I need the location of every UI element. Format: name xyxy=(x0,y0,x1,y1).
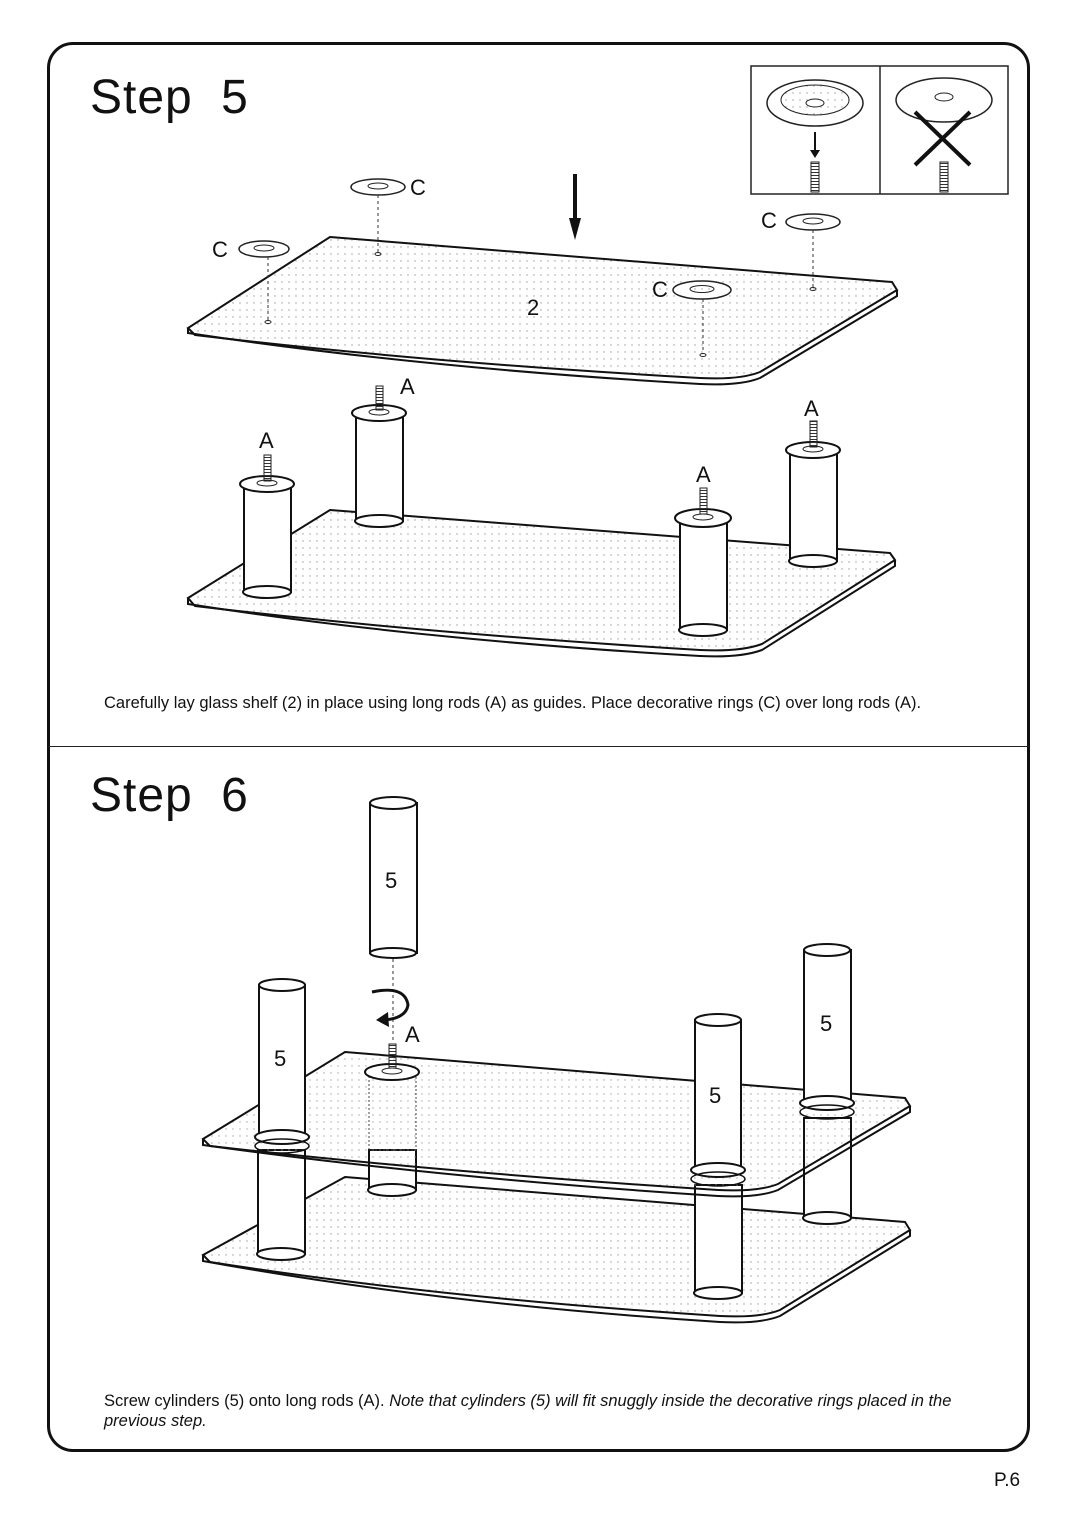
cylinder-label: 5 xyxy=(820,1011,832,1036)
rotate-arrow-icon xyxy=(371,988,410,1027)
glass-shelf-2 xyxy=(186,235,899,386)
step-divider xyxy=(48,746,1029,747)
bottom-glass-shelf xyxy=(186,508,897,658)
part-c-label: C xyxy=(652,277,668,302)
step6-instruction: Screw cylinders (5) onto long rods (A). xyxy=(104,1392,385,1410)
cylinder-label: 5 xyxy=(385,868,397,893)
step6-title: Step 6 xyxy=(90,769,249,822)
decorative-ring xyxy=(785,213,841,291)
long-rod xyxy=(364,1043,420,1151)
part-a-label: A xyxy=(405,1022,420,1047)
cylinder-5 xyxy=(799,943,855,1120)
cylinder-label: 5 xyxy=(709,1083,721,1108)
part-a-label: A xyxy=(696,462,711,487)
cylinder-5 xyxy=(254,978,310,1154)
part-a-label: A xyxy=(804,396,819,421)
ring-orientation-inset xyxy=(750,65,1009,195)
step6-note: Note that cylinders (5) will fit snuggly… xyxy=(104,1392,952,1430)
part-c-label: C xyxy=(410,175,426,200)
step6-description: Screw cylinders (5) onto long rods (A). … xyxy=(104,1391,984,1431)
cylinder-lower xyxy=(256,1149,306,1261)
part-a-label: A xyxy=(259,428,274,453)
down-arrow-icon xyxy=(569,174,581,240)
cylinder-lower xyxy=(693,1184,743,1300)
long-rod xyxy=(351,385,407,528)
cylinder-5 xyxy=(369,796,418,1042)
shelf-label: 2 xyxy=(527,295,539,320)
long-rod xyxy=(239,454,295,599)
part-a-label: A xyxy=(400,374,415,399)
part-c-label: C xyxy=(212,237,228,262)
page-border xyxy=(47,42,1030,1452)
decorative-ring xyxy=(350,178,406,256)
page-number: P.6 xyxy=(994,1470,1021,1491)
cylinder-5 xyxy=(690,1013,746,1187)
part-c-label: C xyxy=(761,208,777,233)
decorative-ring xyxy=(238,240,290,324)
long-rod xyxy=(785,420,841,568)
step5-title: Step 5 xyxy=(90,71,249,124)
step5-description: Carefully lay glass shelf (2) in place u… xyxy=(104,694,922,712)
cylinder-label: 5 xyxy=(274,1046,286,1071)
decorative-ring xyxy=(672,280,732,357)
long-rod xyxy=(674,487,732,637)
